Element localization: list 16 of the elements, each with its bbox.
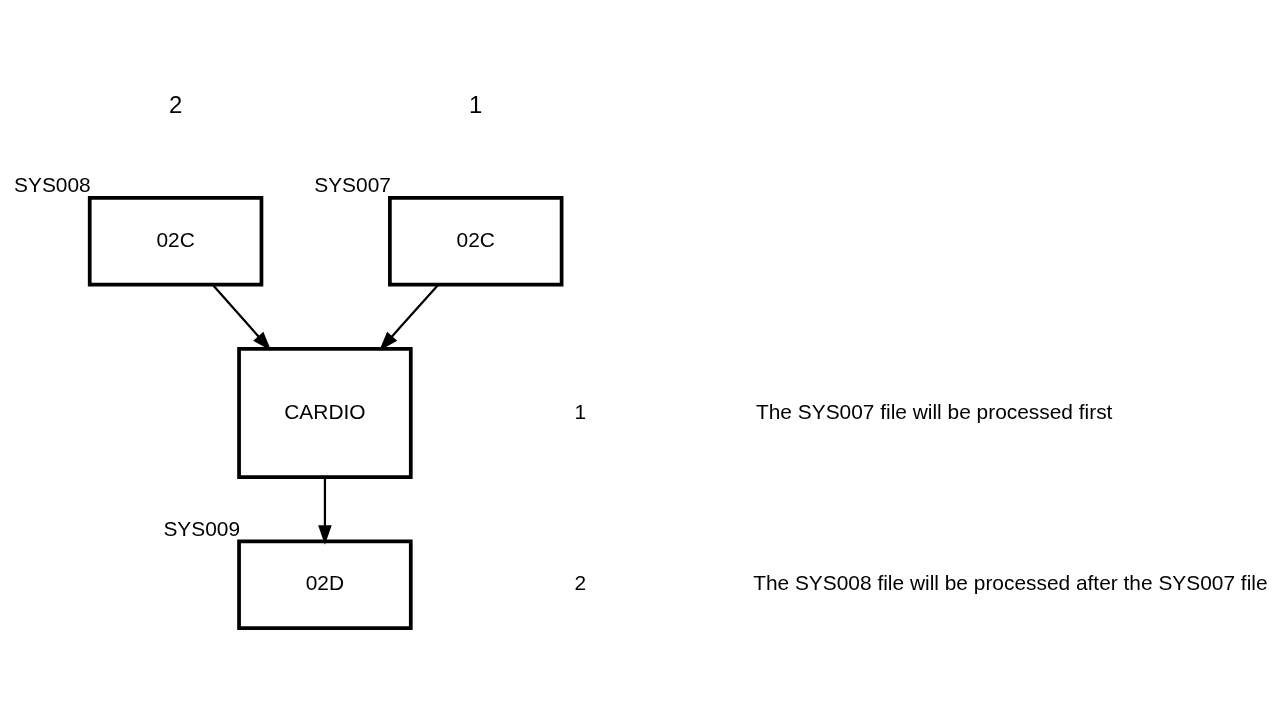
- node-label: SYS008: [14, 173, 91, 197]
- label: The SYS008 file will be processed after the SYS007 file: [753, 571, 1268, 595]
- arrow: [379, 284, 439, 351]
- label: 1: [469, 90, 483, 118]
- node-box: 02D: [237, 539, 413, 630]
- node-box: 02C: [87, 196, 264, 287]
- arrow: [212, 284, 272, 351]
- node-label: SYS007: [314, 173, 391, 197]
- node-label: SYS009: [163, 516, 241, 540]
- node-box: CARDIO: [237, 346, 413, 480]
- label: 1: [574, 399, 587, 423]
- label: 2: [574, 571, 587, 595]
- label: The SYS007 file will be processed first: [755, 399, 1113, 423]
- label: 2: [168, 90, 183, 118]
- arrow: [318, 477, 332, 545]
- node-box: 02C: [388, 196, 564, 287]
